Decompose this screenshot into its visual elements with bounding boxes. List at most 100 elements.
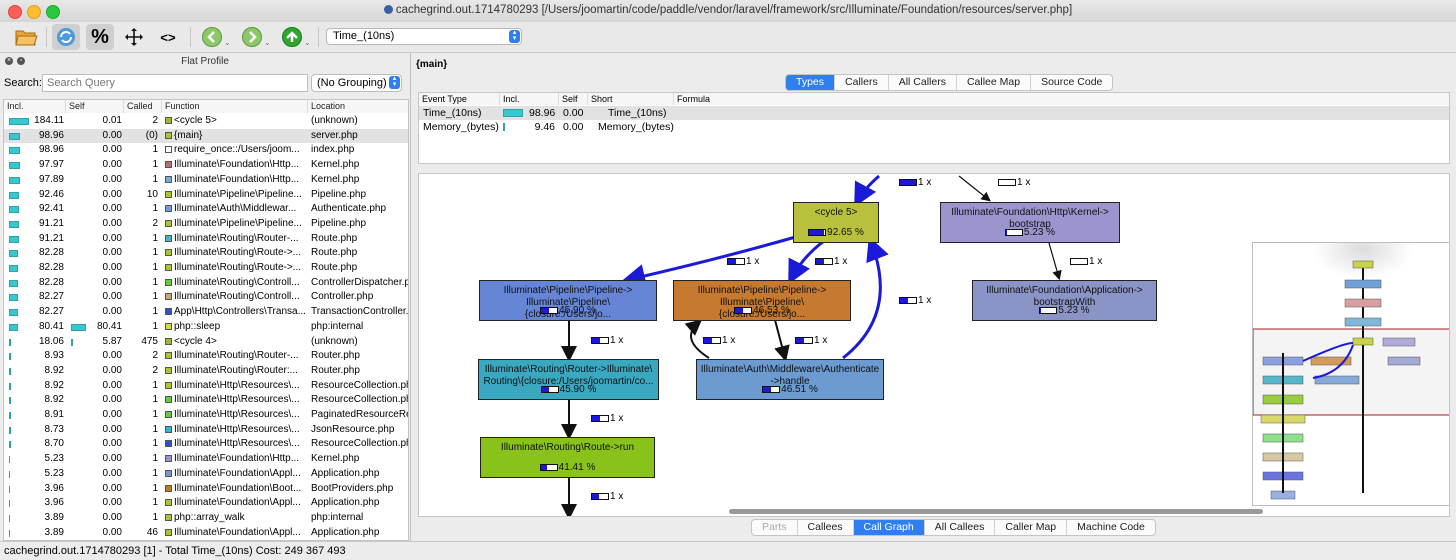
back-icon — [202, 27, 222, 47]
column-header-called[interactable]: Called — [124, 100, 162, 113]
inclusive-cost-bar — [9, 250, 18, 258]
graph-node-route-run[interactable]: Illuminate\Routing\Route->run 41.41 % — [480, 437, 655, 478]
cycle-detection-button[interactable] — [120, 24, 148, 50]
event-type-row[interactable]: Memory_(bytes) 9.46 0.00 Memory_(bytes) — [419, 120, 1449, 134]
event-type-row[interactable]: Time_(10ns) 98.96 0.00 Time_(10ns) — [419, 106, 1449, 120]
tab-all-callers[interactable]: All Callers — [889, 75, 957, 90]
tab-callee-map[interactable]: Callee Map — [957, 75, 1032, 90]
column-header-short[interactable]: Short — [588, 93, 674, 105]
open-file-button[interactable] — [12, 24, 40, 50]
horizontal-scrollbar[interactable] — [729, 509, 1263, 514]
column-header-self[interactable]: Self — [66, 100, 124, 113]
tab-all-callees[interactable]: All Callees — [925, 520, 996, 535]
column-header-incl[interactable]: Incl. — [500, 93, 559, 105]
window-title: cachegrind.out.1714780293 [/Users/joomar… — [0, 4, 1456, 16]
minimize-window-button[interactable] — [27, 5, 41, 19]
tab-parts[interactable]: Parts — [752, 520, 798, 535]
column-header-formula[interactable]: Formula — [674, 93, 1449, 105]
inclusive-cost: 91.21 — [38, 232, 64, 244]
column-header-event-type[interactable]: Event Type — [419, 93, 500, 105]
location: Pipeline.php — [311, 217, 367, 229]
reload-button[interactable] — [52, 24, 80, 50]
graph-node-cycle-5[interactable]: <cycle 5> 92.65 % — [793, 202, 879, 243]
go-up-button[interactable] — [278, 24, 306, 50]
back-menu-chevron-icon[interactable]: ⌄ — [224, 38, 231, 47]
graph-node-router-closure[interactable]: Illuminate\Routing\Router->Illuminate\ R… — [478, 359, 659, 400]
percent-toggle-button[interactable]: % — [86, 24, 114, 50]
grouping-select[interactable]: (No Grouping) ▴▾ — [311, 74, 402, 92]
function-color-swatch — [165, 117, 172, 124]
graph-node-pipeline-closure-b[interactable]: Illuminate\Pipeline\Pipeline-> Illuminat… — [673, 280, 851, 321]
bottom-tab-bar: Parts Callees Call Graph All Callees Cal… — [751, 519, 1156, 536]
tab-callers[interactable]: Callers — [835, 75, 889, 90]
call-graph-view[interactable]: 1 x 1 x 1 x 1 x 1 x 1 x 1 x 1 x 1 x 1 x … — [418, 173, 1450, 517]
column-header-function[interactable]: Function — [162, 100, 308, 113]
tab-types[interactable]: Types — [786, 75, 836, 90]
graph-overview-minimap[interactable] — [1252, 242, 1449, 506]
graph-node-application-bootstrap[interactable]: Illuminate\Foundation\Application-> boot… — [972, 280, 1157, 321]
float-dock-icon[interactable]: ◦ — [17, 57, 25, 65]
function-name: Illuminate\Http\Resources\... — [174, 438, 300, 450]
self-cost-bar — [71, 323, 86, 331]
column-header-self[interactable]: Self — [559, 93, 588, 105]
column-header-location[interactable]: Location — [308, 100, 408, 113]
tab-call-graph[interactable]: Call Graph — [853, 520, 925, 535]
function-name: Illuminate\Routing\Router:... — [174, 364, 298, 376]
zoom-window-button[interactable] — [46, 5, 60, 19]
graph-node-kernel-bootstrap[interactable]: Illuminate\Foundation\Http\Kernel-> boot… — [940, 202, 1120, 243]
tab-caller-map[interactable]: Caller Map — [995, 520, 1068, 535]
function-color-swatch — [165, 440, 172, 448]
forward-menu-chevron-icon[interactable]: ⌄ — [264, 38, 271, 47]
event-cost-bar — [503, 123, 505, 131]
inclusive-cost-bar — [9, 397, 11, 405]
self-cost: 0.00 — [102, 511, 122, 523]
call-count: 1 — [152, 320, 158, 332]
up-menu-chevron-icon[interactable]: ⌄ — [304, 38, 311, 47]
tab-source-code[interactable]: Source Code — [1041, 76, 1103, 88]
close-window-button[interactable] — [8, 5, 22, 19]
column-header-incl[interactable]: Incl. — [4, 100, 66, 113]
graph-node-authenticate-handle[interactable]: Illuminate\Auth\Middleware\Authenticate … — [696, 359, 884, 400]
function-color-swatch — [165, 175, 172, 183]
function-color-swatch — [165, 455, 172, 463]
back-button[interactable] — [198, 24, 226, 50]
graph-node-pipeline-closure-a[interactable]: Illuminate\Pipeline\Pipeline-> Illuminat… — [479, 280, 657, 321]
tab-machine-code[interactable]: Machine Code — [1077, 521, 1145, 533]
close-dock-icon[interactable]: × — [5, 57, 13, 65]
shorten-templates-button[interactable]: <> — [154, 24, 182, 50]
tab-callees[interactable]: Callees — [798, 520, 854, 535]
call-count: 1 — [152, 497, 158, 509]
forward-button[interactable] — [238, 24, 266, 50]
search-input[interactable] — [42, 74, 308, 92]
event-type-select[interactable]: Time_(10ns) ▴▾ — [326, 28, 522, 45]
